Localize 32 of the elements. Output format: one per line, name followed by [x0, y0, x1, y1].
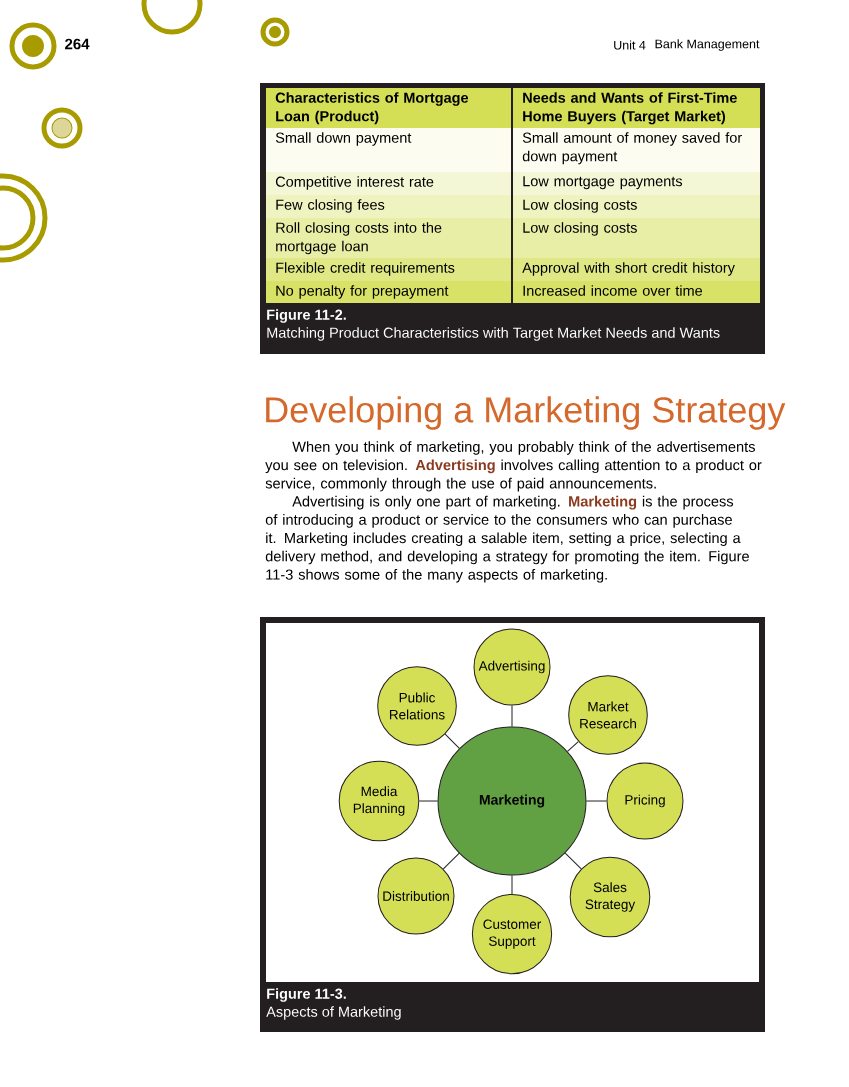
- section-heading: Developing a Marketing Strategy: [266, 396, 786, 430]
- figure-caption: Aspects of Marketing: [266, 1006, 401, 1020]
- header-cell: Characteristics of Mortgage Loan (Product): [266, 88, 511, 128]
- table-cell: Low closing costs: [513, 218, 760, 258]
- table-cell: Small down payment: [266, 128, 511, 172]
- figure-number: Figure 11-2.: [267, 309, 346, 323]
- connector-line: [511, 705, 513, 727]
- connector-line: [442, 852, 460, 870]
- paragraph: When you think of marketing, you probably think of the advertisements you see on television. Advertising involves calling attention to a product or service, commonly through the use of paid announcements.: [265, 441, 762, 492]
- table-cell: Increased income over time: [513, 281, 760, 303]
- paragraph: Advertising is only one part of marketing. Marketing is the process of introducing a product or service to the consumers who can purchase it. Marketing includes creating a salable item, setting a price, selecting a delivery method, and developing a strategy for promoting the item. Figure 11-3 shows some of the many aspects of marketing.: [265, 495, 749, 583]
- figure-caption: Matching Product Characteristics with Target Market Needs and Wants: [267, 327, 720, 341]
- table-cell: Small amount of money saved for down payment: [513, 128, 760, 172]
- table-cell: Low closing costs: [513, 195, 760, 218]
- connector-line: [586, 800, 607, 802]
- header-cell: Needs and Wants of First-Time Home Buyers (Target Market): [513, 88, 760, 128]
- table-cell: Competitive interest rate: [266, 172, 511, 195]
- running-head: Unit 4: [614, 40, 646, 50]
- table-cell: No penalty for prepayment: [266, 281, 511, 303]
- connector-line: [511, 875, 513, 895]
- table-cell: Few closing fees: [266, 195, 511, 218]
- table-cell: Low mortgage payments: [513, 172, 760, 195]
- figure-number: Figure 11-3.: [267, 988, 346, 1002]
- connector-line: [418, 800, 438, 802]
- connector-line: [564, 852, 582, 870]
- connector-line: [444, 733, 460, 749]
- connector-line: [567, 741, 579, 752]
- running-head: Bank Management: [655, 39, 760, 51]
- table-cell: Flexible credit requirements: [266, 258, 511, 281]
- table-cell: Roll closing costs into the mortgage loan: [266, 218, 511, 258]
- page-number: 264: [65, 38, 90, 50]
- table-cell: Approval with short credit history: [513, 258, 760, 281]
